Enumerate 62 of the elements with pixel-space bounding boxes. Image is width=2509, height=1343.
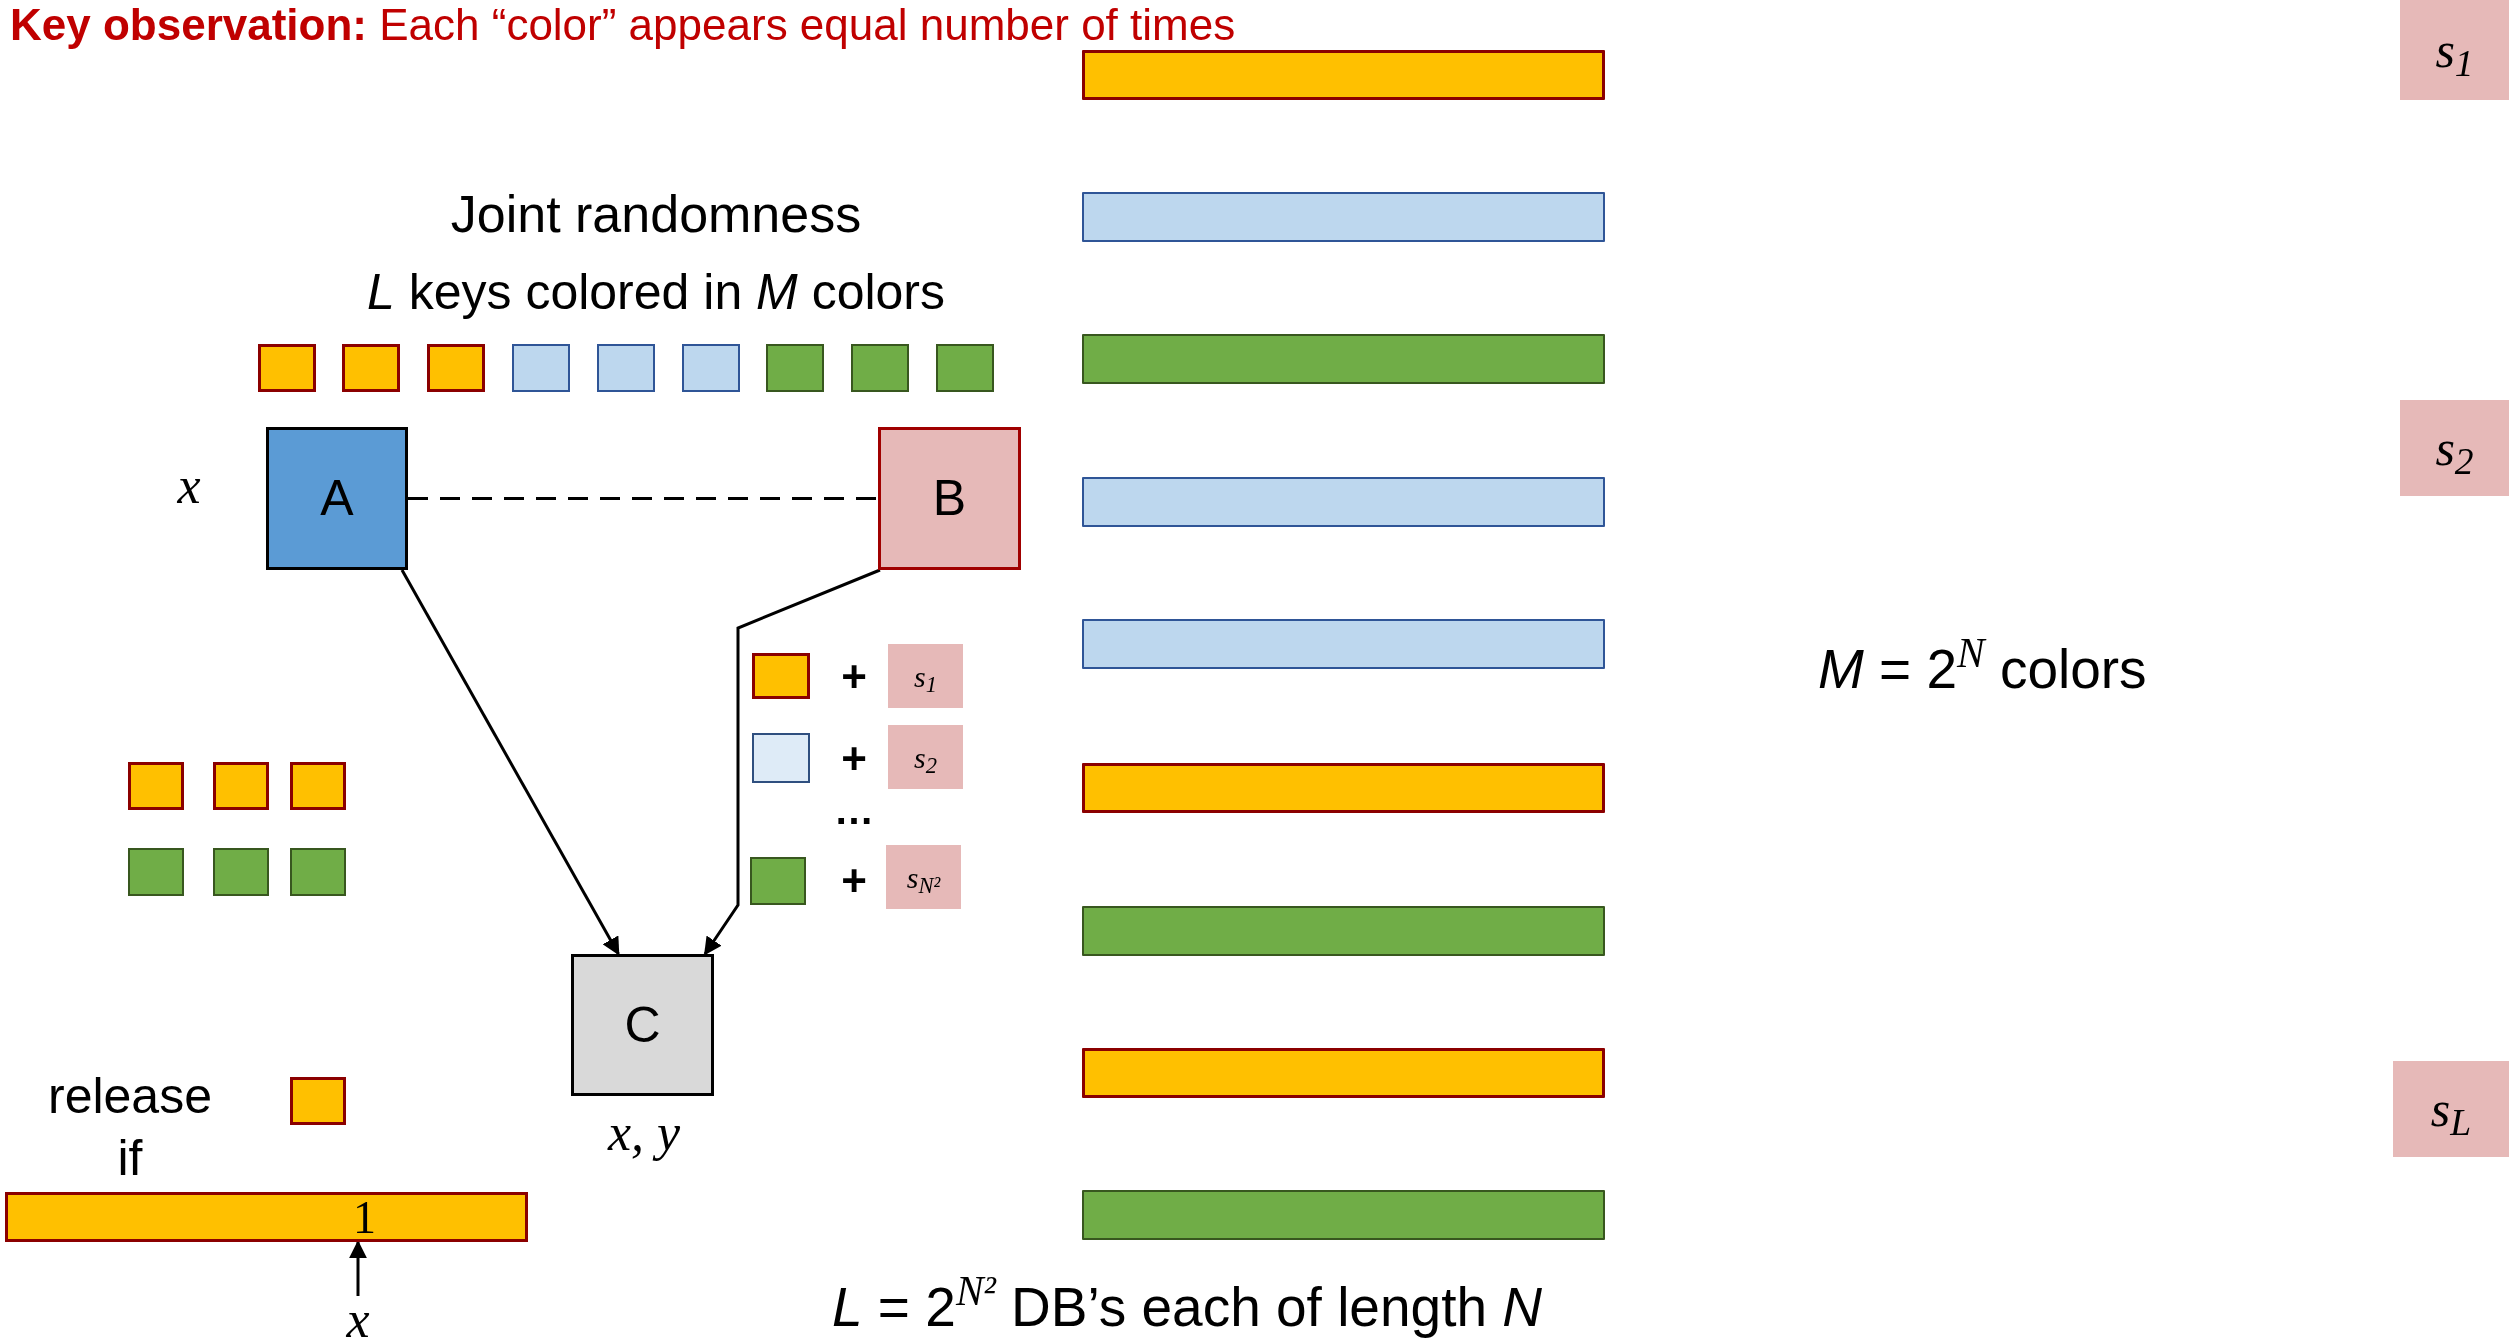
key-square xyxy=(851,344,909,392)
key-square xyxy=(766,344,824,392)
database-bar xyxy=(1082,1190,1605,1240)
plus-sign: + xyxy=(840,655,868,699)
key-square xyxy=(128,848,184,896)
node-label: x xyxy=(346,1293,370,1343)
arrow xyxy=(349,1240,367,1296)
caption-text: L keys colored in M colors xyxy=(366,263,946,322)
ellipsis: … xyxy=(833,790,875,830)
database-bar xyxy=(1082,906,1605,956)
database-bar xyxy=(1082,334,1605,384)
arrow xyxy=(703,568,881,956)
key-square xyxy=(936,344,994,392)
key-square xyxy=(750,857,806,905)
key-square xyxy=(427,344,485,392)
key-square xyxy=(752,733,810,783)
database-bar xyxy=(1082,763,1605,813)
database-bar xyxy=(1082,192,1605,242)
database-bar xyxy=(5,1192,528,1242)
node-label: C xyxy=(624,995,661,1055)
key-square xyxy=(213,762,269,810)
share-box xyxy=(888,725,963,789)
dashed-connector xyxy=(408,497,878,500)
node-label: s$_{2}$ xyxy=(2435,418,2474,484)
node-label: s$_{N²}$ xyxy=(906,859,941,900)
node-label: 1 xyxy=(353,1190,376,1245)
key-square xyxy=(512,344,570,392)
variable-label: x, y xyxy=(606,1107,682,1159)
share-box xyxy=(886,845,961,909)
node-label: s$_{1}$ xyxy=(2435,20,2474,86)
node-label: s$_{L}$ xyxy=(2430,1079,2472,1145)
database-bar xyxy=(1082,619,1605,669)
key-square xyxy=(682,344,740,392)
key-square xyxy=(290,762,346,810)
key-square xyxy=(258,344,316,392)
arrow xyxy=(400,569,620,956)
share-box xyxy=(2400,400,2509,496)
key-square xyxy=(597,344,655,392)
key-square xyxy=(342,344,400,392)
node-label: A xyxy=(320,469,354,528)
key-square xyxy=(752,653,810,699)
node-label: s$_{1}$ xyxy=(914,658,937,699)
plus-sign: + xyxy=(840,737,868,781)
plus-sign: + xyxy=(840,859,868,903)
share-box xyxy=(2400,0,2509,100)
node-label: B xyxy=(932,469,967,528)
key-square xyxy=(290,848,346,896)
condition-text: release if xyxy=(47,1067,213,1188)
share-box xyxy=(2393,1061,2509,1157)
database-bar xyxy=(1082,477,1605,527)
database-bar xyxy=(1082,1048,1605,1098)
slide-title: Key observation: Each “color” appears equal number of times xyxy=(10,0,1236,50)
database-bar xyxy=(1082,50,1605,100)
variable-label: x xyxy=(176,460,202,512)
node-label: s$_{2}$ xyxy=(914,739,937,780)
formula-text: M = 2$^{N}$ colors xyxy=(1818,629,2148,702)
key-square xyxy=(128,762,184,810)
key-square xyxy=(213,848,269,896)
share-box xyxy=(888,644,963,708)
heading-text: Joint randomness xyxy=(449,184,863,245)
party-box xyxy=(878,427,1021,570)
key-square xyxy=(290,1077,346,1125)
